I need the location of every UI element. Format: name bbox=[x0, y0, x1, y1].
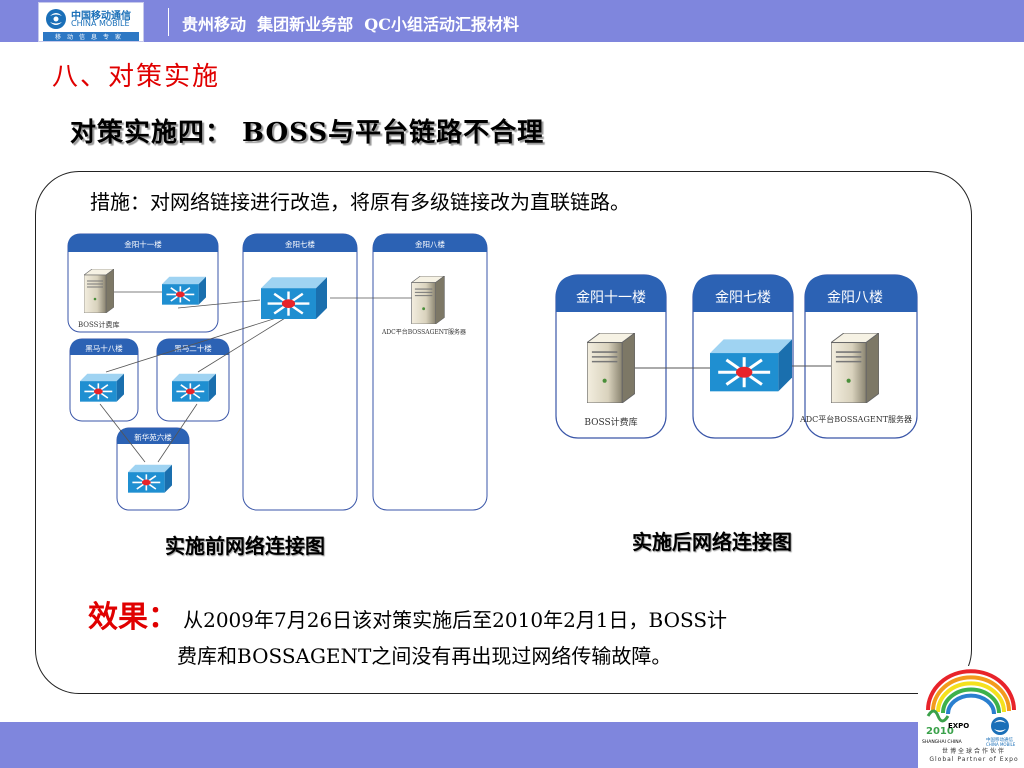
building-label: 黑马二十楼 bbox=[174, 343, 212, 353]
server-label-adc: ADC平台BOSSAGENT服务器 bbox=[381, 328, 466, 336]
building-label: 黑马十八楼 bbox=[85, 343, 123, 353]
network-switch-icon bbox=[128, 463, 172, 494]
network-switch-icon bbox=[80, 372, 124, 403]
network-switch-icon bbox=[172, 372, 216, 403]
china-mobile-logo-icon bbox=[46, 9, 66, 29]
expo-cm-en: CHINA MOBILE bbox=[986, 742, 1016, 747]
building-label: 新华苑六楼 bbox=[134, 432, 172, 442]
after-diagram: 金阳十一楼 金阳七楼 金阳八楼 BOSS计费库 ADC平台BOSSAGENT服务… bbox=[555, 274, 918, 439]
content-frame bbox=[35, 171, 972, 694]
building-label: 金阳七楼 bbox=[285, 239, 315, 249]
network-switch-icon bbox=[259, 275, 329, 319]
expo-year: 2010 bbox=[926, 726, 954, 737]
result-line-1: 效果： 从2009年7月26日该对策实施后至2010年2月1日，BOSS计 bbox=[88, 592, 727, 636]
building-label: 金阳七楼 bbox=[715, 290, 771, 306]
logo-english-text: CHINA MOBILE bbox=[71, 19, 130, 28]
section-title: 八、对策实施 bbox=[52, 62, 221, 92]
header-title: 贵州移动 集团新业务部 QC小组活动汇报材料 bbox=[182, 15, 519, 34]
server-icon bbox=[587, 333, 635, 403]
expo-2010-logo: 2010 EXPO SHANGHAI CHINA 中国移动通信 CHINA MO… bbox=[918, 666, 1024, 768]
server-label-boss: BOSS计费库 bbox=[78, 320, 119, 329]
result-label: 效果： bbox=[88, 600, 178, 635]
caption-before: 实施前网络连接图 bbox=[165, 534, 325, 558]
caption-after: 实施后网络连接图 bbox=[632, 530, 792, 554]
footer-bar bbox=[0, 722, 918, 768]
expo-partner-cn: 世博全球合作伙伴 bbox=[941, 748, 1006, 755]
server-label-adc: ADC平台BOSSAGENT服务器 bbox=[799, 414, 912, 424]
china-mobile-logo: 中国移动通信 CHINA MOBILE 移动信息专家 bbox=[38, 2, 144, 42]
expo-partner-en: Global Partner of Expo bbox=[929, 756, 1019, 763]
network-switch-icon bbox=[710, 337, 792, 394]
header-divider bbox=[168, 8, 169, 36]
expo-text: EXPO bbox=[948, 722, 969, 730]
building-label: 金阳八楼 bbox=[415, 239, 445, 249]
building-label: 金阳十一楼 bbox=[576, 290, 646, 306]
logo-chinese-text: 中国移动通信 bbox=[71, 11, 131, 22]
before-diagram: 金阳十一楼 金阳七楼 金阳八楼 黑马十八楼 黑马二十楼 新华苑六楼 bbox=[67, 233, 488, 511]
expo-city: SHANGHAI CHINA bbox=[922, 739, 963, 745]
network-switch-icon bbox=[162, 275, 206, 306]
server-icon bbox=[411, 276, 445, 324]
building-jinyang-8f: 金阳八楼 bbox=[372, 233, 488, 511]
result-text-1: 从2009年7月26日该对策实施后至2010年2月1日，BOSS计 bbox=[183, 608, 728, 632]
building-jinyang-11f-after: 金阳十一楼 bbox=[555, 274, 667, 439]
logo-subtitle: 移动信息专家 bbox=[43, 32, 139, 41]
server-icon bbox=[831, 333, 879, 403]
slide-subtitle: 对策实施四： BOSS与平台链路不合理 bbox=[70, 118, 545, 148]
result-text-2: 费库和BOSSAGENT之间没有再出现过网络传输故障。 bbox=[177, 644, 672, 668]
expo-cm-cn: 中国移动通信 bbox=[986, 736, 1013, 743]
server-icon bbox=[84, 269, 114, 313]
building-label: 金阳十一楼 bbox=[124, 239, 162, 249]
building-jinyang-7f: 金阳七楼 bbox=[242, 233, 358, 511]
building-label: 金阳八楼 bbox=[827, 290, 883, 306]
server-label-boss: BOSS计费库 bbox=[584, 416, 637, 428]
header-bar: 中国移动通信 CHINA MOBILE 移动信息专家 贵州移动 集团新业务部 Q… bbox=[0, 0, 1024, 42]
china-mobile-mark-icon bbox=[991, 717, 1009, 735]
measure-text: 措施：对网络链接进行改造，将原有多级链接改为直联链路。 bbox=[90, 190, 630, 214]
